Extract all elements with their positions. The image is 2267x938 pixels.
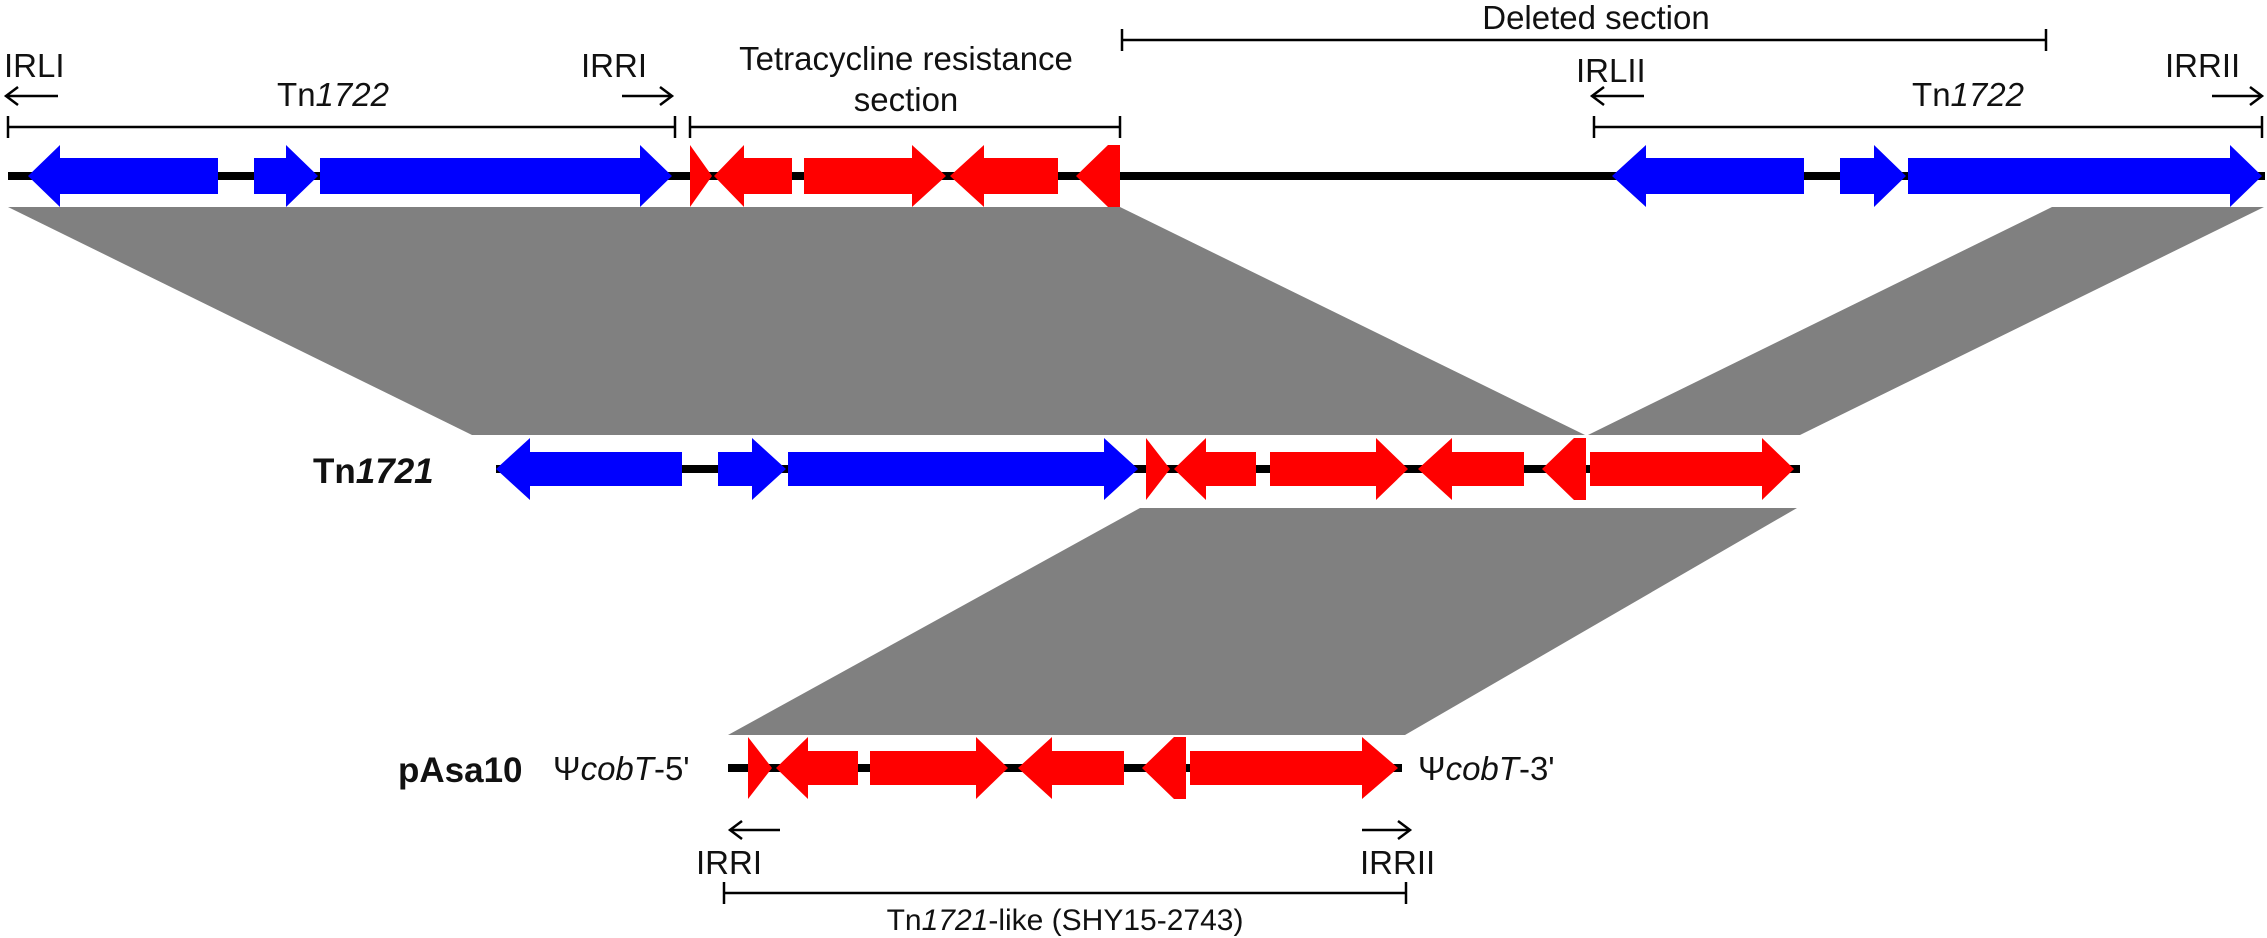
gene-arrow-red: [1590, 438, 1794, 500]
gene-arrow-red: [690, 145, 712, 207]
right-tn1722-label: Tn1722: [1912, 76, 2024, 113]
irri-label-bottom: IRRI: [696, 844, 762, 881]
gene-arrow-red: [804, 145, 946, 207]
irri-label-top: IRRI: [581, 47, 647, 84]
gene-arrow-red: [1142, 737, 1186, 799]
gene-arrow-red: [950, 145, 1058, 207]
gene-arrow-red: [1190, 737, 1398, 799]
arrow-left-icon: [727, 820, 780, 840]
gene-arrow-blue: [320, 145, 672, 207]
irlii-label: IRLII: [1576, 52, 1646, 89]
gene-arrow-red: [1542, 438, 1586, 500]
middle-construct: Tn1721: [313, 438, 1800, 500]
arrow-right-icon: [622, 86, 675, 106]
homology-block-middle-bottom: [728, 508, 1797, 735]
arrow-left-icon: [3, 86, 58, 106]
gene-arrow-blue: [254, 145, 318, 207]
gene-arrow-red: [1018, 737, 1124, 799]
gene-arrow-blue: [718, 438, 786, 500]
gene-arrow-red: [1146, 438, 1170, 500]
bottom-construct: pAsa10 ΨcobT-5' ΨcobT-3' IRRI IRRII Tn17…: [398, 737, 1555, 937]
gene-arrow-red: [1270, 438, 1408, 500]
gene-arrow-blue: [1908, 145, 2262, 207]
deleted-section-label: Deleted section: [1482, 0, 1709, 36]
tet-resistance-label-line1: Tetracycline resistance: [739, 40, 1073, 77]
homology-block-top-left: [8, 207, 1585, 435]
arrow-right-icon: [2212, 86, 2265, 106]
gene-arrow-blue: [788, 438, 1138, 500]
gene-arrow-red: [748, 737, 772, 799]
irrii-label-bottom: IRRII: [1360, 844, 1435, 881]
tn1721-like-label: Tn1721-like (SHY15-2743): [887, 904, 1244, 937]
right-flank-label: ΨcobT-3': [1418, 750, 1555, 787]
tet-resistance-label-line2: section: [854, 81, 959, 118]
tn1721-label: Tn1721: [313, 452, 434, 491]
arrow-right-icon: [1362, 820, 1413, 840]
arrow-left-icon: [1589, 86, 1644, 106]
top-construct: Deleted section Tetracycline resistance …: [3, 0, 2265, 207]
gene-arrow-red: [1174, 438, 1256, 500]
gene-arrow-blue: [496, 438, 682, 500]
left-tn1722-label: Tn1722: [277, 76, 389, 113]
left-flank-label: ΨcobT-5': [553, 750, 690, 787]
pasa10-label: pAsa10: [398, 751, 523, 790]
gene-arrow-blue: [1612, 145, 1804, 207]
gene-arrow-blue: [28, 145, 218, 207]
span-bracket-tet-resistance: [688, 116, 1122, 138]
irli-label: IRLI: [4, 47, 65, 84]
gene-arrow-red: [1418, 438, 1524, 500]
gene-arrow-blue: [1840, 145, 1906, 207]
gene-arrow-red: [714, 145, 792, 207]
gene-arrow-red: [776, 737, 858, 799]
span-bracket-right-tn1722: [1592, 116, 2264, 138]
gene-arrow-red: [1076, 145, 1120, 207]
gene-arrow-red: [870, 737, 1008, 799]
homology-block-top-right: [1588, 207, 2264, 435]
irrii-label-top: IRRII: [2165, 47, 2240, 84]
span-bracket-left-tn1722: [6, 116, 677, 138]
span-bracket-deleted-section: [1120, 29, 2048, 51]
span-bracket-tn1721-like: [722, 882, 1408, 904]
